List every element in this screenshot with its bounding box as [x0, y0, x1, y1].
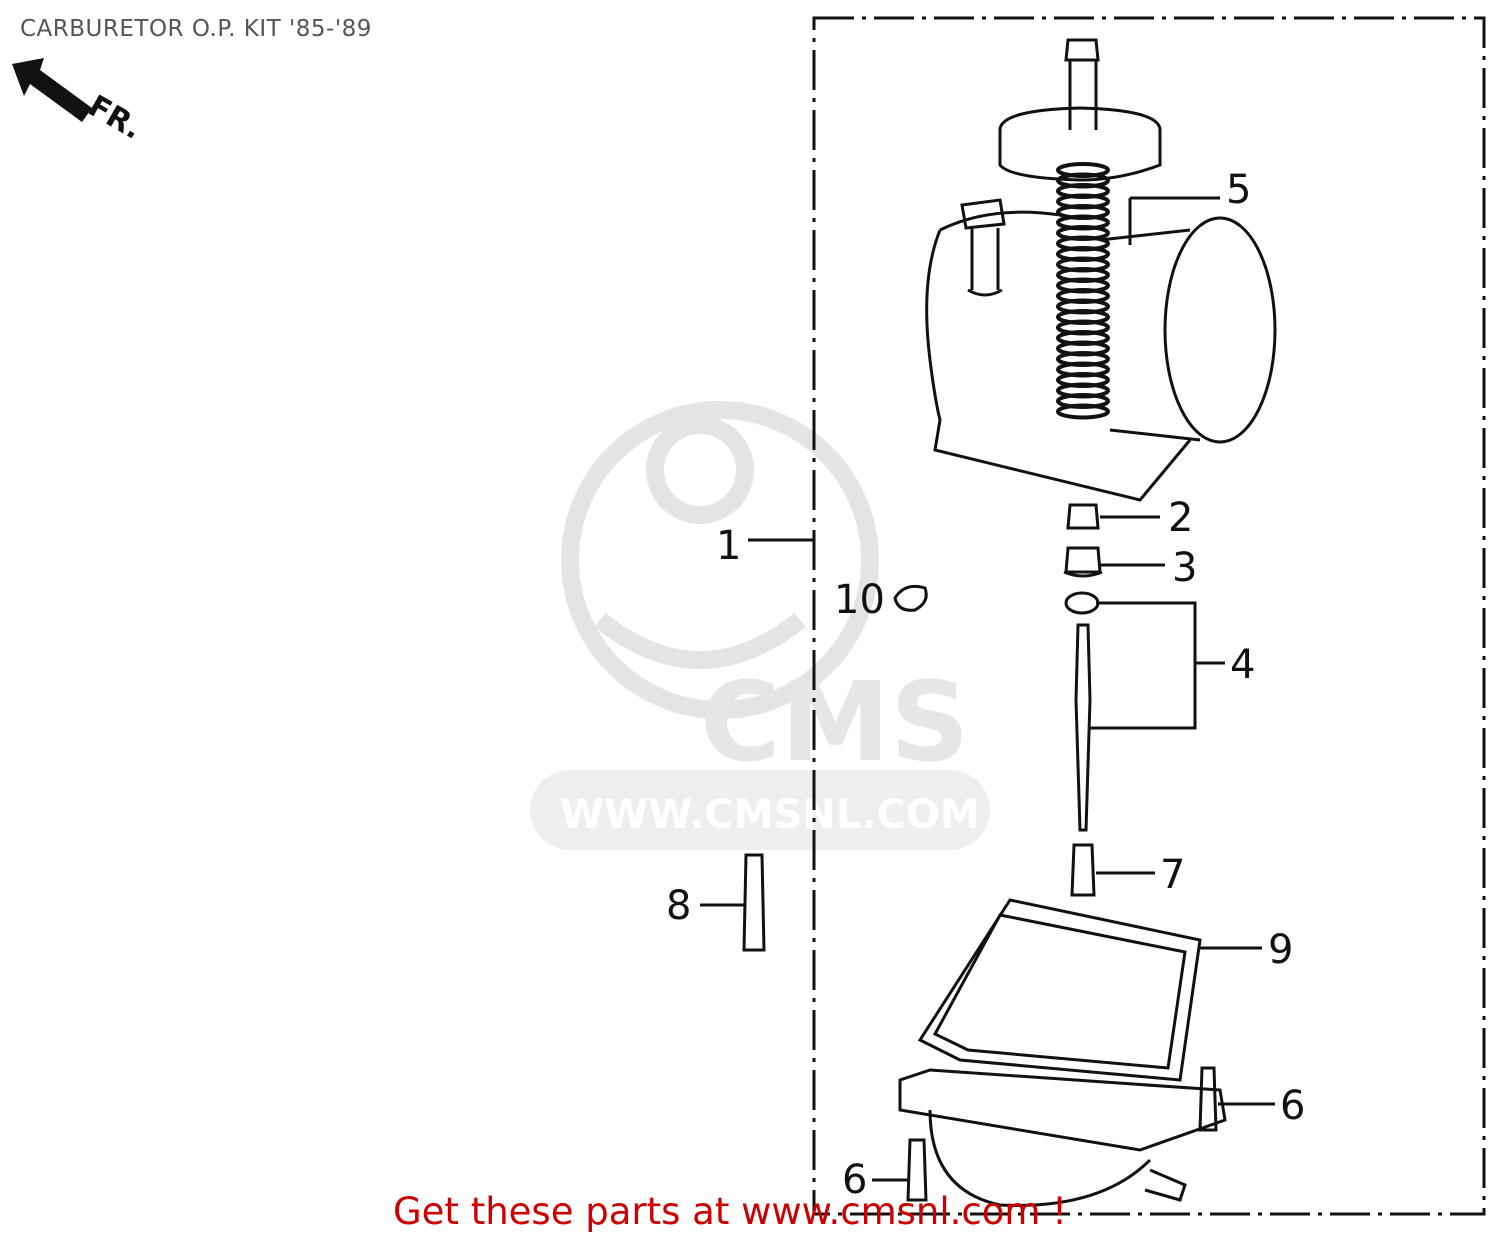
- spring-coil: [1056, 403, 1110, 420]
- watermark-logo: [530, 401, 990, 850]
- callout-3: 3: [1172, 545, 1198, 591]
- callout-7: 7: [1160, 852, 1186, 898]
- front-direction-label: FR.: [82, 89, 148, 147]
- spring: [1056, 162, 1110, 420]
- callout-8: 8: [666, 883, 692, 929]
- callout-6-left: 6: [842, 1157, 868, 1203]
- watermark-url: WWW.CMSNL.COM: [560, 792, 980, 838]
- callout-2: 2: [1168, 495, 1194, 541]
- carburetor-body: [925, 38, 1277, 502]
- diagram-title: CARBURETOR O.P. KIT '85-'89: [20, 16, 372, 42]
- callout-1: 1: [716, 523, 742, 569]
- leader-lines: [700, 196, 1275, 1182]
- small-parts: [742, 503, 1218, 1202]
- callout-5: 5: [1226, 167, 1252, 213]
- callout-10: 10: [834, 577, 885, 623]
- callout-4: 4: [1230, 642, 1256, 688]
- kit-boundary: [812, 16, 1486, 1216]
- watermark-brand: CMS: [700, 658, 969, 786]
- float-bowl: [898, 898, 1227, 1207]
- callout-6-right: 6: [1280, 1083, 1306, 1129]
- footer-link-text[interactable]: Get these parts at www.cmsnl.com !: [393, 1190, 1068, 1233]
- front-arrow-icon: [12, 58, 92, 122]
- callout-9: 9: [1268, 927, 1294, 973]
